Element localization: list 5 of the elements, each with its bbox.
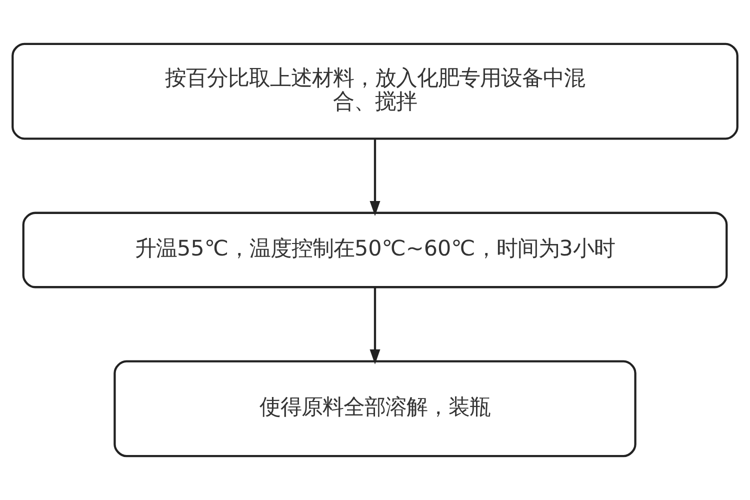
node-box: 按百分比取上述材料，放入化肥专用设备中混合、搅拌 bbox=[12, 42, 738, 140]
arrow bbox=[370, 138, 380, 216]
node-box: 使得原料全部溶解，装瓶 bbox=[114, 360, 636, 458]
arrow bbox=[370, 287, 380, 364]
node-box: 升温55℃，温度控制在50℃~60℃，时间为3小时 bbox=[22, 212, 728, 288]
